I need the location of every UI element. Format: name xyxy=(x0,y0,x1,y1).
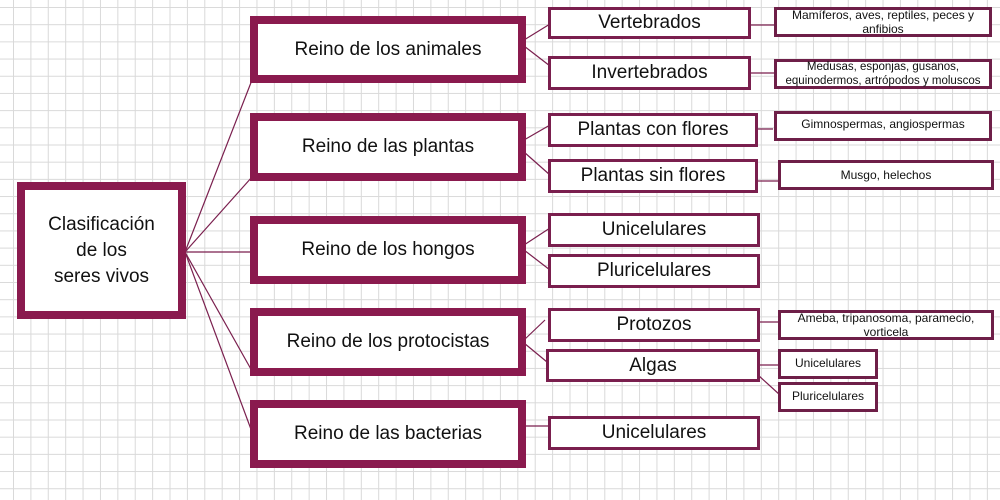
detail-plantas-con-flores: Gimnospermas, angiospermas xyxy=(774,111,992,141)
node-label: Unicelulares xyxy=(601,422,707,443)
kingdom-plantas: Reino de las plantas xyxy=(250,113,526,181)
node-algas: Algas xyxy=(546,349,760,382)
detail-text: Ameba, tripanosoma, paramecio, vorticela xyxy=(797,311,975,339)
kingdom-label: Reino de las bacterias xyxy=(294,423,482,444)
node-label: Invertebrados xyxy=(591,62,708,83)
detail-protozoos: Ameba, tripanosoma, paramecio, vorticela xyxy=(778,310,994,340)
detail-invertebrados: Medusas, esponjas, gusanos, equinodermos… xyxy=(774,59,992,89)
node-plantas-sin-flores: Plantas sin flores xyxy=(548,159,758,193)
detail-algas-unicelulares: Unicelulares xyxy=(778,349,878,379)
node-label: Vertebrados xyxy=(598,12,701,33)
detail-text: Musgo, helechos xyxy=(840,168,932,182)
detail-text: Unicelulares xyxy=(794,356,862,370)
node-invertebrados: Invertebrados xyxy=(548,56,751,90)
node-hongos-pluricelulares: Pluricelulares xyxy=(548,254,760,288)
kingdom-label: Reino de las plantas xyxy=(301,136,475,157)
node-plantas-con-flores: Plantas con flores xyxy=(548,113,758,147)
node-label: Pluricelulares xyxy=(596,260,712,281)
root-line-3: seres vivos xyxy=(53,265,150,287)
kingdom-protocistas: Reino de los protocistas xyxy=(250,308,526,376)
node-protozoos: Protozos xyxy=(548,308,760,342)
detail-text: Pluricelulares xyxy=(791,389,865,403)
root-line-1: Clasificación xyxy=(48,213,155,235)
node-label: Algas xyxy=(629,354,677,376)
node-bacterias-unicelulares: Unicelulares xyxy=(548,416,760,450)
kingdom-bacterias: Reino de las bacterias xyxy=(250,400,526,468)
kingdom-hongos: Reino de los hongos xyxy=(250,216,526,284)
node-label: Unicelulares xyxy=(601,219,707,240)
detail-algas-pluricelulares: Pluricelulares xyxy=(778,382,878,412)
node-label: Plantas sin flores xyxy=(580,165,726,186)
node-label: Protozos xyxy=(616,314,692,335)
detail-plantas-sin-flores: Musgo, helechos xyxy=(778,160,994,190)
kingdom-label: Reino de los protocistas xyxy=(286,331,490,352)
kingdom-label: Reino de los animales xyxy=(294,38,482,60)
detail-text: Mamíferos, aves, reptiles, peces y anfib… xyxy=(791,8,975,36)
kingdom-label: Reino de los hongos xyxy=(301,239,475,260)
detail-text: Medusas, esponjas, gusanos, equinodermos… xyxy=(785,61,981,87)
kingdom-animales: Reino de los animales xyxy=(250,16,526,83)
node-label: Plantas con flores xyxy=(577,119,729,140)
root-line-2: de los xyxy=(76,239,127,261)
node-hongos-unicelulares: Unicelulares xyxy=(548,213,760,247)
node-vertebrados: Vertebrados xyxy=(548,7,751,39)
detail-vertebrados: Mamíferos, aves, reptiles, peces y anfib… xyxy=(774,7,992,37)
root-node: Clasificación de los seres vivos xyxy=(17,182,186,319)
detail-text: Gimnospermas, angiospermas xyxy=(801,117,965,131)
